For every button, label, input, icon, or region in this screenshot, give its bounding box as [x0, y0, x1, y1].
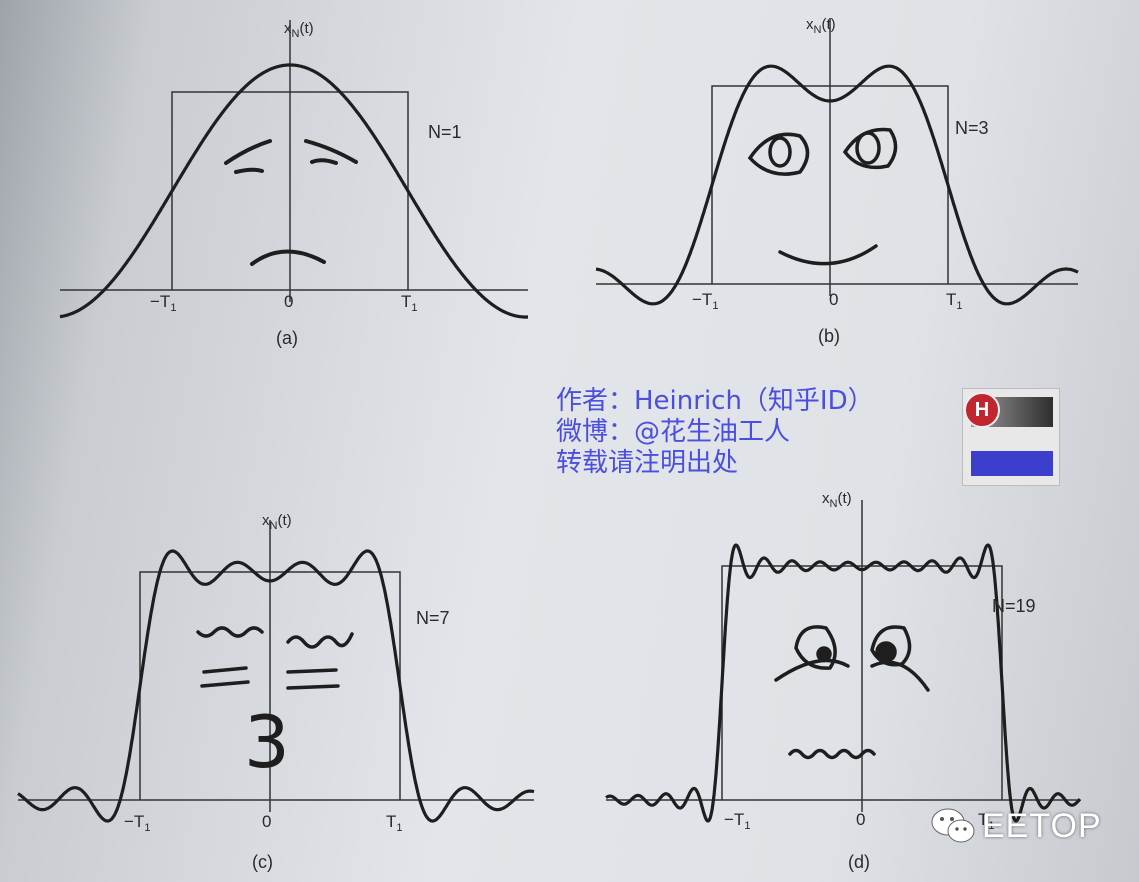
eetop-brand: EETOP	[930, 806, 1102, 846]
watermark-line-author: 作者：Heinrich（知乎ID）	[556, 386, 874, 416]
panel-a-tick-neg: −T1	[150, 292, 177, 314]
partial-sum-curve	[17, 549, 535, 823]
panel-c-y-axis-label: xN(t)	[262, 512, 292, 532]
author-watermark: 作者：Heinrich（知乎ID） 微博：@花生油工人 转载请注明出处	[556, 386, 874, 479]
panel-b-plot	[595, 18, 1079, 306]
panel-c-caption: (c)	[252, 852, 273, 872]
panel-d-plot	[605, 500, 1082, 823]
panel-c-face-doodle	[196, 626, 354, 690]
panel-c-doodle-number: 3	[244, 700, 290, 784]
panel-d-caption: (d)	[848, 852, 870, 872]
panel-a-caption: (a)	[276, 328, 298, 348]
watermark-line-weibo: 微博：@花生油工人	[556, 417, 791, 447]
panel-b-caption: (b)	[818, 326, 840, 346]
logo-h-badge: H	[964, 392, 1000, 428]
panel-d-tick-neg: −T1	[724, 810, 751, 832]
panel-d-n-label: N=19	[992, 596, 1036, 616]
panel-a-y-axis-label: xN(t)	[284, 20, 314, 40]
panel-b-y-axis-label: xN(t)	[806, 16, 836, 36]
panel-b-tick-pos: T1	[946, 290, 963, 312]
partial-sum-curve	[595, 64, 1079, 306]
panel-a-n-label: N=1	[428, 122, 462, 142]
panel-d-tick-zero: 0	[856, 810, 866, 829]
panel-a-plot	[59, 20, 529, 319]
panel-c-tick-zero: 0	[262, 812, 272, 831]
panel-b-tick-neg: −T1	[692, 290, 719, 312]
panel-b-tick-zero: 0	[829, 290, 839, 309]
partial-sum-curve	[59, 63, 529, 319]
watermark-line-repost: 转载请注明出处	[556, 448, 739, 478]
author-logo: H	[962, 388, 1060, 486]
wechat-icon	[931, 808, 975, 843]
brand-text: EETOP	[982, 806, 1102, 845]
logo-blue-bar	[971, 451, 1053, 476]
partial-sum-curve	[605, 543, 1082, 823]
panel-d-tick-pos: T1	[978, 810, 995, 832]
panel-a-tick-pos: T1	[401, 292, 418, 314]
panel-a-tick-zero: 0	[284, 292, 294, 311]
panel-b-face-doodle	[747, 127, 898, 266]
panel-c-plot	[17, 520, 535, 823]
panel-c-tick-neg: −T1	[124, 812, 151, 834]
panel-a-face-doodle	[224, 139, 358, 266]
panel-b-n-label: N=3	[955, 118, 989, 138]
panel-c-tick-pos: T1	[386, 812, 403, 834]
panel-d-y-axis-label: xN(t)	[822, 490, 852, 510]
panel-d-face-doodle	[774, 625, 930, 760]
panel-c-n-label: N=7	[416, 608, 450, 628]
